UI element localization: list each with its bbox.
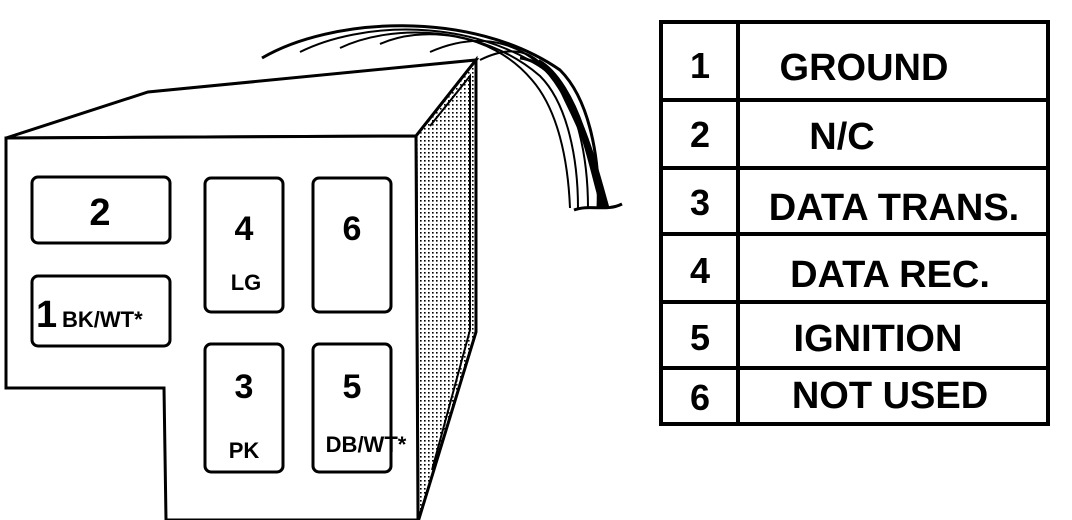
cavity-4: 4 LG	[203, 176, 285, 314]
pinout-table: 1 GROUND 2 N/C 3 DATA TRANS. 4 DATA REC.…	[659, 20, 1050, 426]
table-pin-label: N/C	[809, 116, 874, 158]
cavity-pin-number: 3	[235, 368, 254, 406]
table-row: 1 GROUND	[690, 45, 948, 89]
table-pin-label: DATA REC.	[790, 254, 990, 296]
table-pin-label: GROUND	[780, 47, 949, 89]
cavity-6: 6	[311, 176, 393, 314]
wire-harness	[261, 24, 623, 212]
connector-cavities: 2 1 BK/WT* 4 LG 6 3 PK 5 DB/WT*	[30, 175, 407, 474]
cavity-wire-color: DB/WT*	[326, 432, 407, 457]
table-row: 6 NOT USED	[690, 375, 988, 418]
cavity-wire-color: BK/WT*	[62, 307, 143, 332]
table-pin-number: 2	[690, 114, 710, 155]
cavity-pin-number: 6	[343, 210, 362, 248]
cavity-pin-number: 1	[36, 294, 57, 336]
table-pin-number: 6	[690, 377, 710, 418]
cavity-3: 3 PK	[203, 342, 285, 474]
cavity-5: 5 DB/WT*	[311, 342, 407, 474]
table-pin-label: NOT USED	[792, 375, 988, 417]
cavity-wire-color: LG	[231, 270, 262, 295]
table-pin-number: 3	[690, 182, 710, 223]
table-pin-label: IGNITION	[794, 318, 963, 360]
table-pin-number: 1	[690, 45, 710, 86]
cavity-pin-number: 5	[343, 368, 362, 406]
table-row: 4 DATA REC.	[690, 250, 990, 296]
cavity-pin-number: 2	[89, 192, 110, 234]
table-pin-number: 4	[690, 250, 710, 291]
table-pin-number: 5	[690, 317, 710, 358]
table-row: 2 N/C	[690, 114, 875, 158]
table-row: 5 IGNITION	[690, 317, 962, 360]
table-row: 3 DATA TRANS.	[690, 182, 1019, 229]
cavity-1: 1 BK/WT*	[30, 274, 172, 348]
cavity-wire-color: PK	[229, 438, 260, 463]
cavity-pin-number: 4	[235, 210, 254, 248]
table-pin-label: DATA TRANS.	[769, 187, 1020, 229]
cavity-2: 2	[30, 175, 172, 245]
